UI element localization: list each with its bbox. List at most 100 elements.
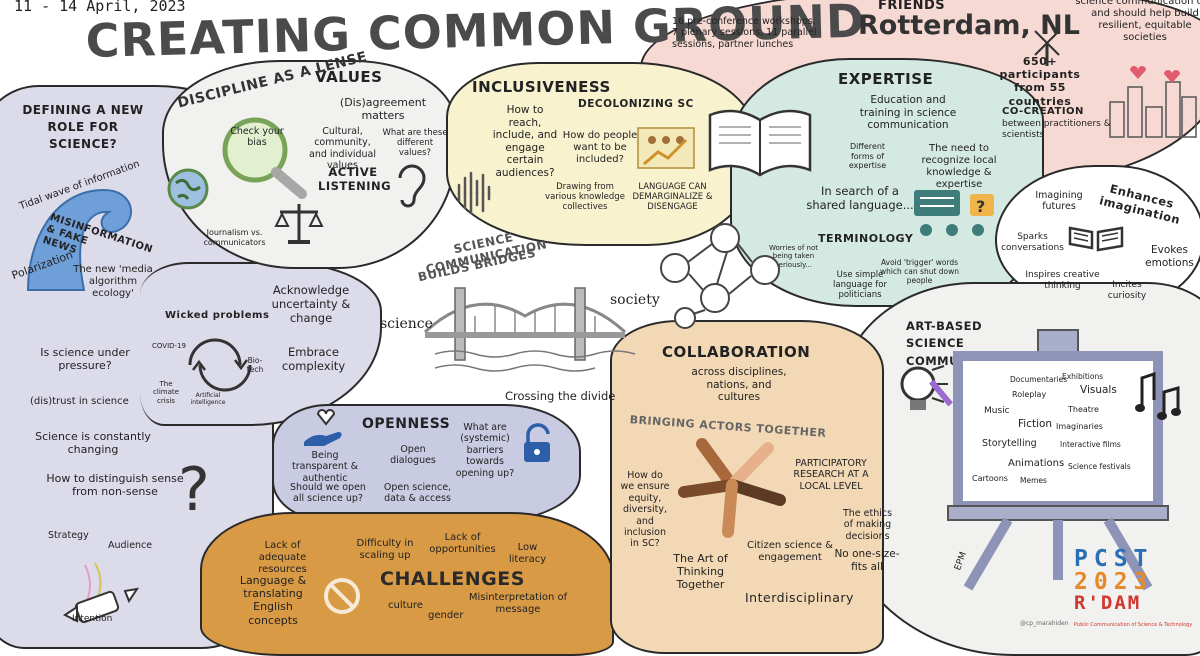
- culture-text: culture: [388, 600, 423, 611]
- expertise-region: [730, 58, 1044, 307]
- friends-label: FRIENDS: [878, 0, 946, 13]
- dialogues-text: Open dialogues: [390, 444, 436, 467]
- pressure-text: Is science under pressure?: [40, 346, 130, 373]
- inclusiveness-title: INCLUSIVENESS: [472, 78, 611, 96]
- globe-icon: [167, 168, 209, 210]
- creative-text: Inspires creative thinking: [1025, 270, 1100, 291]
- terminology-title: TERMINOLOGY: [818, 232, 914, 245]
- defining-title: DEFINING A NEW ROLE FOR SCIENCE?: [22, 103, 144, 151]
- music-text: Music: [984, 406, 1010, 416]
- inclusiveness-region: [446, 62, 756, 246]
- disagreement-text: (Dis)agreement matters: [339, 96, 427, 123]
- emotions-text: Evokes emotions: [1145, 244, 1194, 269]
- collaboration-title: COLLABORATION: [662, 343, 811, 361]
- changing-text: Science is constantly changing: [35, 430, 151, 457]
- strategy-text: Strategy: [48, 530, 89, 541]
- pcst-logo: PCST 2023 R'DAM: [1074, 548, 1194, 613]
- participants-text: 650+ participants from 55 countries: [999, 55, 1081, 108]
- easel-icon: [947, 329, 1169, 591]
- cocreation-title: CO-CREATION: [1002, 106, 1084, 117]
- equity-text: How do we ensure equity, diversity, and …: [620, 470, 670, 550]
- reach-text: How to reach, include, and engage certai…: [492, 104, 558, 179]
- different-values-text: What are these different values?: [382, 128, 448, 159]
- biotech-text: Bio-tech: [246, 356, 264, 374]
- literacy-text: Low literacy: [508, 542, 547, 565]
- one-size-text: No one-size-fits all: [834, 548, 900, 573]
- language-text: LANGUAGE CAN DEMARGINALIZE & DISENGAGE: [632, 182, 713, 213]
- fiction-text: Fiction: [1018, 418, 1053, 430]
- crossing-text: Crossing the divide: [505, 389, 616, 403]
- resilience-text: science communication can and should hel…: [1075, 0, 1200, 43]
- wicked-problems-text: Wicked problems: [165, 310, 270, 321]
- knowledge-collectives-text: Drawing from various knowledge collectiv…: [545, 182, 625, 213]
- covid-text: COVID-19: [152, 342, 186, 350]
- local-knowledge-text: The need to recognize local knowledge & …: [921, 143, 997, 190]
- ear-icon: [398, 164, 426, 208]
- language-translating-text: Language & translating English concepts: [239, 574, 307, 627]
- check-bias-text: Check your bias: [230, 126, 284, 149]
- openness-title: OPENNESS: [362, 416, 451, 432]
- should-open-text: Should we open all science up?: [290, 482, 366, 505]
- vr-glasses-icon: [1068, 226, 1124, 252]
- city-skyline-icon: [1109, 66, 1197, 138]
- memes-text: Memes: [1020, 476, 1047, 485]
- journalism-text: Journalism vs. communicators: [203, 228, 266, 247]
- theatre-text: Theatre: [1068, 405, 1099, 414]
- imaginaries-text: Imaginaries: [1056, 422, 1103, 431]
- acknowledge-text: Acknowledge uncertainty & change: [271, 283, 351, 325]
- logo-line-3: R'DAM: [1074, 592, 1142, 614]
- embrace-text: Embrace complexity: [281, 345, 346, 373]
- misinterpretation-text: Misinterpretation of message: [468, 592, 568, 615]
- bridge-icon: [423, 287, 636, 372]
- magnifier-icon: [222, 117, 307, 199]
- media-ecology-text: The new 'media algorithm ecology': [73, 264, 153, 299]
- science-festivals-text: Science festivals: [1068, 462, 1131, 471]
- forms-expertise-text: Different forms of expertise: [848, 142, 887, 171]
- documentaries-text: Documentaries: [1010, 375, 1068, 384]
- exhibitions-text: Exhibitions: [1062, 372, 1104, 381]
- cocreation-text: between practitioners & scientists: [1002, 119, 1111, 140]
- event-date: 11 - 14 April, 2023: [14, 0, 186, 15]
- scales-icon: [274, 204, 324, 244]
- scaling-text: Difficulty in scaling up: [356, 538, 414, 561]
- prohibited-icon: [324, 578, 360, 614]
- simple-language-text: Use simple language for politicians: [833, 270, 887, 301]
- lightbulb-icon: [900, 365, 953, 410]
- svg-text:?: ?: [976, 197, 985, 216]
- distinguish-text: How to distinguish sense from non-sense: [46, 472, 184, 499]
- people-arrow-icon: [637, 127, 695, 169]
- hand-heart-icon: [304, 409, 342, 446]
- interactive-films-text: Interactive films: [1060, 440, 1121, 449]
- how-people-text: How do people want to be included?: [562, 130, 638, 165]
- sparks-text: Sparks conversations: [1001, 232, 1064, 253]
- expertise-title: EXPERTISE: [838, 70, 934, 88]
- cartoons-text: Cartoons: [972, 474, 1008, 483]
- artist-handle: @cp_marahiden: [1020, 620, 1069, 627]
- ethics-text: The ethics of making decisions: [842, 508, 893, 542]
- values-title: VALUES: [315, 68, 383, 86]
- animations-text: Animations: [1008, 458, 1065, 469]
- intention-text: Intention: [72, 614, 113, 624]
- open-science-text: Open science, data & access: [383, 482, 452, 505]
- education-text: Education and training in science commun…: [859, 94, 957, 132]
- wave-icon: [26, 188, 132, 291]
- logo-caption: Public Communication of Science & Techno…: [1074, 622, 1193, 628]
- shared-language-text: In search of a shared language...: [806, 184, 914, 212]
- candy-icon: [63, 562, 140, 624]
- distrust-text: (dis)trust in science: [30, 396, 129, 407]
- barriers-text: What are (systemic) barriers towards ope…: [455, 422, 515, 479]
- values-region: [162, 60, 456, 269]
- transparent-text: Being transparent & authentic: [292, 450, 358, 484]
- across-text: across disciplines, nations, and culture…: [691, 366, 787, 404]
- logo-line-2: 2023: [1074, 569, 1154, 595]
- windmill-icon: [1034, 30, 1060, 66]
- conversation-icon: ?: [914, 190, 994, 236]
- music-notes-icon: [1135, 371, 1181, 420]
- society-label: society: [610, 292, 660, 308]
- location-title: Rotterdam, NL: [858, 10, 1080, 41]
- visuals-text: Visuals: [1080, 384, 1117, 396]
- audience-text: Audience: [108, 540, 153, 551]
- citizen-text: Citizen science & engagement: [747, 540, 833, 563]
- science-label: science: [380, 316, 433, 332]
- climate-text: The climate crisis: [153, 380, 179, 405]
